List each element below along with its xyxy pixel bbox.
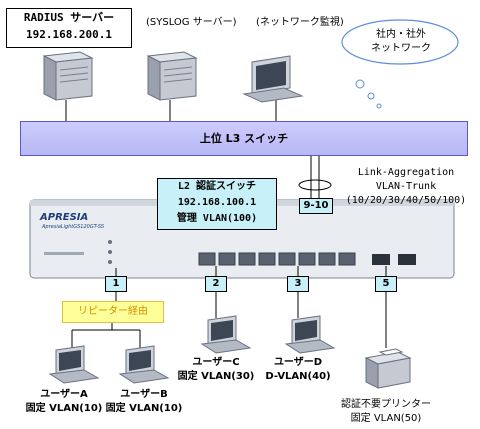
device-b-vlan: 固定 VLAN(10)	[105, 403, 183, 414]
laptop-b-icon	[118, 345, 170, 384]
device-a-vlan: 固定 VLAN(10)	[25, 403, 103, 414]
printer-vlan: 固定 VLAN(50)	[350, 413, 422, 424]
printer-name: 認証不要プリンター	[341, 399, 431, 410]
device-d-label: ユーザーD D-VLAN(40)	[258, 356, 338, 384]
printer-icon	[364, 348, 412, 389]
l2-ip: 192.168.100.1	[177, 197, 257, 208]
repeater-label: リピーター経由	[62, 301, 164, 323]
device-c-label: ユーザーC 固定 VLAN(30)	[176, 356, 256, 384]
cloud-line1: 社内・社外	[376, 29, 426, 40]
device-c-vlan: 固定 VLAN(30)	[177, 371, 255, 382]
device-d-vlan: D-VLAN(40)	[265, 371, 331, 382]
trunk-description: Link-Aggregation VLAN-Trunk (10/20/30/40…	[340, 166, 472, 208]
syslog-label: (SYSLOG サーバー)	[146, 17, 237, 28]
radius-server-icon	[42, 51, 94, 101]
port-2-label: 2	[205, 276, 227, 292]
trunk-line1: Link-Aggregation	[357, 167, 455, 178]
radius-title: RADIUS サーバー	[23, 11, 115, 24]
port-1-label: 1	[105, 276, 127, 292]
l3-switch: 上位 L3 スイッチ	[20, 121, 468, 156]
port-3-label: 3	[287, 276, 309, 292]
trunk-line3: (10/20/30/40/50/100)	[345, 195, 467, 206]
trunk-line2: VLAN-Trunk	[375, 181, 437, 192]
switch-model: ApresiaLightGS120GT-SS	[42, 224, 105, 230]
cloud-line2: ネットワーク	[371, 43, 431, 54]
monitor-label: (ネットワーク監視)	[256, 17, 344, 28]
switch-brand: APRESIA	[40, 212, 89, 223]
device-a-label: ユーザーA 固定 VLAN(10)	[24, 388, 104, 416]
device-b-label: ユーザーB 固定 VLAN(10)	[104, 388, 184, 416]
device-b-name: ユーザーB	[120, 389, 168, 400]
radius-server-label: RADIUS サーバー 192.168.200.1	[6, 8, 132, 48]
printer-label: 認証不要プリンター 固定 VLAN(50)	[326, 398, 446, 426]
laptop-c-icon	[200, 315, 252, 354]
laptop-a-icon	[48, 345, 100, 384]
device-a-name: ユーザーA	[40, 389, 88, 400]
lag-ring-icon	[298, 179, 332, 191]
l2-mgmt-vlan: 管理 VLAN(100)	[176, 213, 258, 224]
trunk-port-label: 9-10	[299, 198, 333, 214]
l2-switch-label: L2 認証スイッチ 192.168.100.1 管理 VLAN(100)	[157, 178, 277, 230]
cloud-icon	[341, 19, 459, 109]
monitor-pc-icon	[242, 55, 304, 103]
syslog-server-icon	[146, 51, 198, 101]
cloud-label: 社内・社外 ネットワーク	[356, 28, 446, 56]
l2-title: L2 認証スイッチ	[177, 181, 257, 192]
device-d-name: ユーザーD	[273, 357, 323, 368]
device-c-name: ユーザーC	[192, 357, 240, 368]
port-5-label: 5	[375, 276, 397, 292]
radius-ip: 192.168.200.1	[25, 28, 113, 41]
laptop-d-icon	[284, 315, 336, 354]
